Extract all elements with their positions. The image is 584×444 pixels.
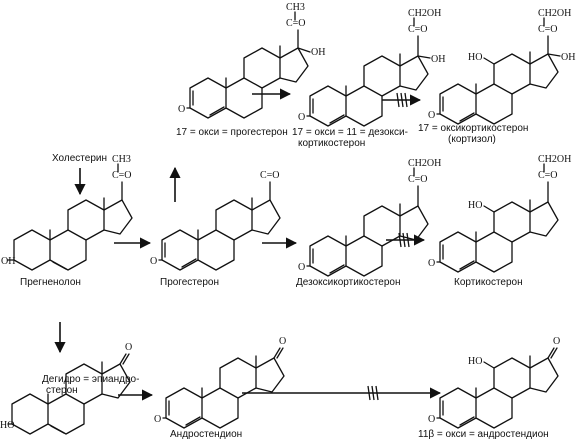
hydroxyl-label: HO xyxy=(468,356,482,367)
label-dhea-2: стерон xyxy=(46,385,78,396)
block-tick xyxy=(402,232,406,248)
block-tick xyxy=(367,385,371,401)
label-17-hydroxyprogesterone: 17 = окси = прогестерон xyxy=(176,127,288,138)
c-eq-o-label: C=O xyxy=(408,24,428,35)
label-dhea-1: Дегидро = эпиандро- xyxy=(42,374,139,385)
ch2oh-label: CH2OH xyxy=(408,8,441,19)
c-eq-o-label: C=O xyxy=(286,18,306,29)
molecule-11-deoxycortisol: C=O CH2OH OH xyxy=(297,8,445,127)
molecule-androstenedione: O xyxy=(153,336,286,429)
block-tick xyxy=(400,92,404,108)
hydroxyl-label: OH xyxy=(431,54,445,65)
ch2oh-label: CH2OH xyxy=(538,154,571,165)
block-tick xyxy=(371,385,375,401)
ch3-label: CH3 xyxy=(112,154,131,165)
molecule-11b-hydroxyandrostenedione: O HO xyxy=(427,336,560,429)
ketone-oxygen-label: O xyxy=(125,342,132,353)
hydroxyl-label: OH xyxy=(561,52,575,63)
ch3-label: CH3 xyxy=(286,2,305,13)
block-tick xyxy=(398,232,402,248)
molecule-cortisol: C=O CH2OH OH HO xyxy=(427,8,575,125)
c-eq-o-label: C=O xyxy=(260,170,280,181)
hydroxyl-label: OH xyxy=(1,256,15,267)
label-androstenedione: Андростендион xyxy=(170,429,242,440)
block-tick xyxy=(406,232,410,248)
label-11b-hydroxyandrostenedione: 11β = окси = андростендион xyxy=(418,429,549,440)
label-deoxycortisol-2: кортикостерон xyxy=(298,138,365,149)
label-deoxycorticosterone: Дезоксикортикостерон xyxy=(296,277,401,288)
label-corticosterone: Кортикостерон xyxy=(454,277,523,288)
label-cortisol-2: (кортизол) xyxy=(448,134,496,145)
label-deoxycortisol-1: 17 = окси = 11 = дезокси- xyxy=(292,127,408,138)
molecule-pregnenolone: OH C=O CH3 xyxy=(1,154,133,271)
block-tick xyxy=(404,92,408,108)
hydroxyl-label: HO xyxy=(468,200,482,211)
hydroxyl-label: OH xyxy=(311,47,325,58)
molecule-progesterone: C=O xyxy=(149,170,281,271)
c-eq-o-label: C=O xyxy=(408,174,428,185)
label-cortisol-1: 17 = оксикортикостерон xyxy=(418,123,528,134)
molecule-17-hydroxyprogesterone: C=O CH3 OH xyxy=(177,2,325,119)
c-eq-o-label: C=O xyxy=(538,170,558,181)
molecule-dhea: HO O xyxy=(0,342,132,435)
label-pregnenolone: Прегненолон xyxy=(20,277,81,288)
molecule-corticosterone: C=O CH2OH HO xyxy=(427,154,571,273)
hydroxyl-label: HO xyxy=(468,52,482,63)
hydroxyl-label: HO xyxy=(0,420,14,431)
ketone-oxygen-label: O xyxy=(279,336,286,347)
block-tick xyxy=(396,92,400,108)
block-tick xyxy=(375,385,379,401)
ch2oh-label: CH2OH xyxy=(538,8,571,19)
ketone-oxygen-label: O xyxy=(553,336,560,347)
label-progesterone: Прогестерон xyxy=(160,277,219,288)
label-cholesterol: Холестерин xyxy=(52,153,107,164)
ch2oh-label: CH2OH xyxy=(408,158,441,169)
molecule-deoxycorticosterone: C=O CH2OH xyxy=(297,158,441,277)
c-eq-o-label: C=O xyxy=(112,170,132,181)
c-eq-o-label: C=O xyxy=(538,24,558,35)
